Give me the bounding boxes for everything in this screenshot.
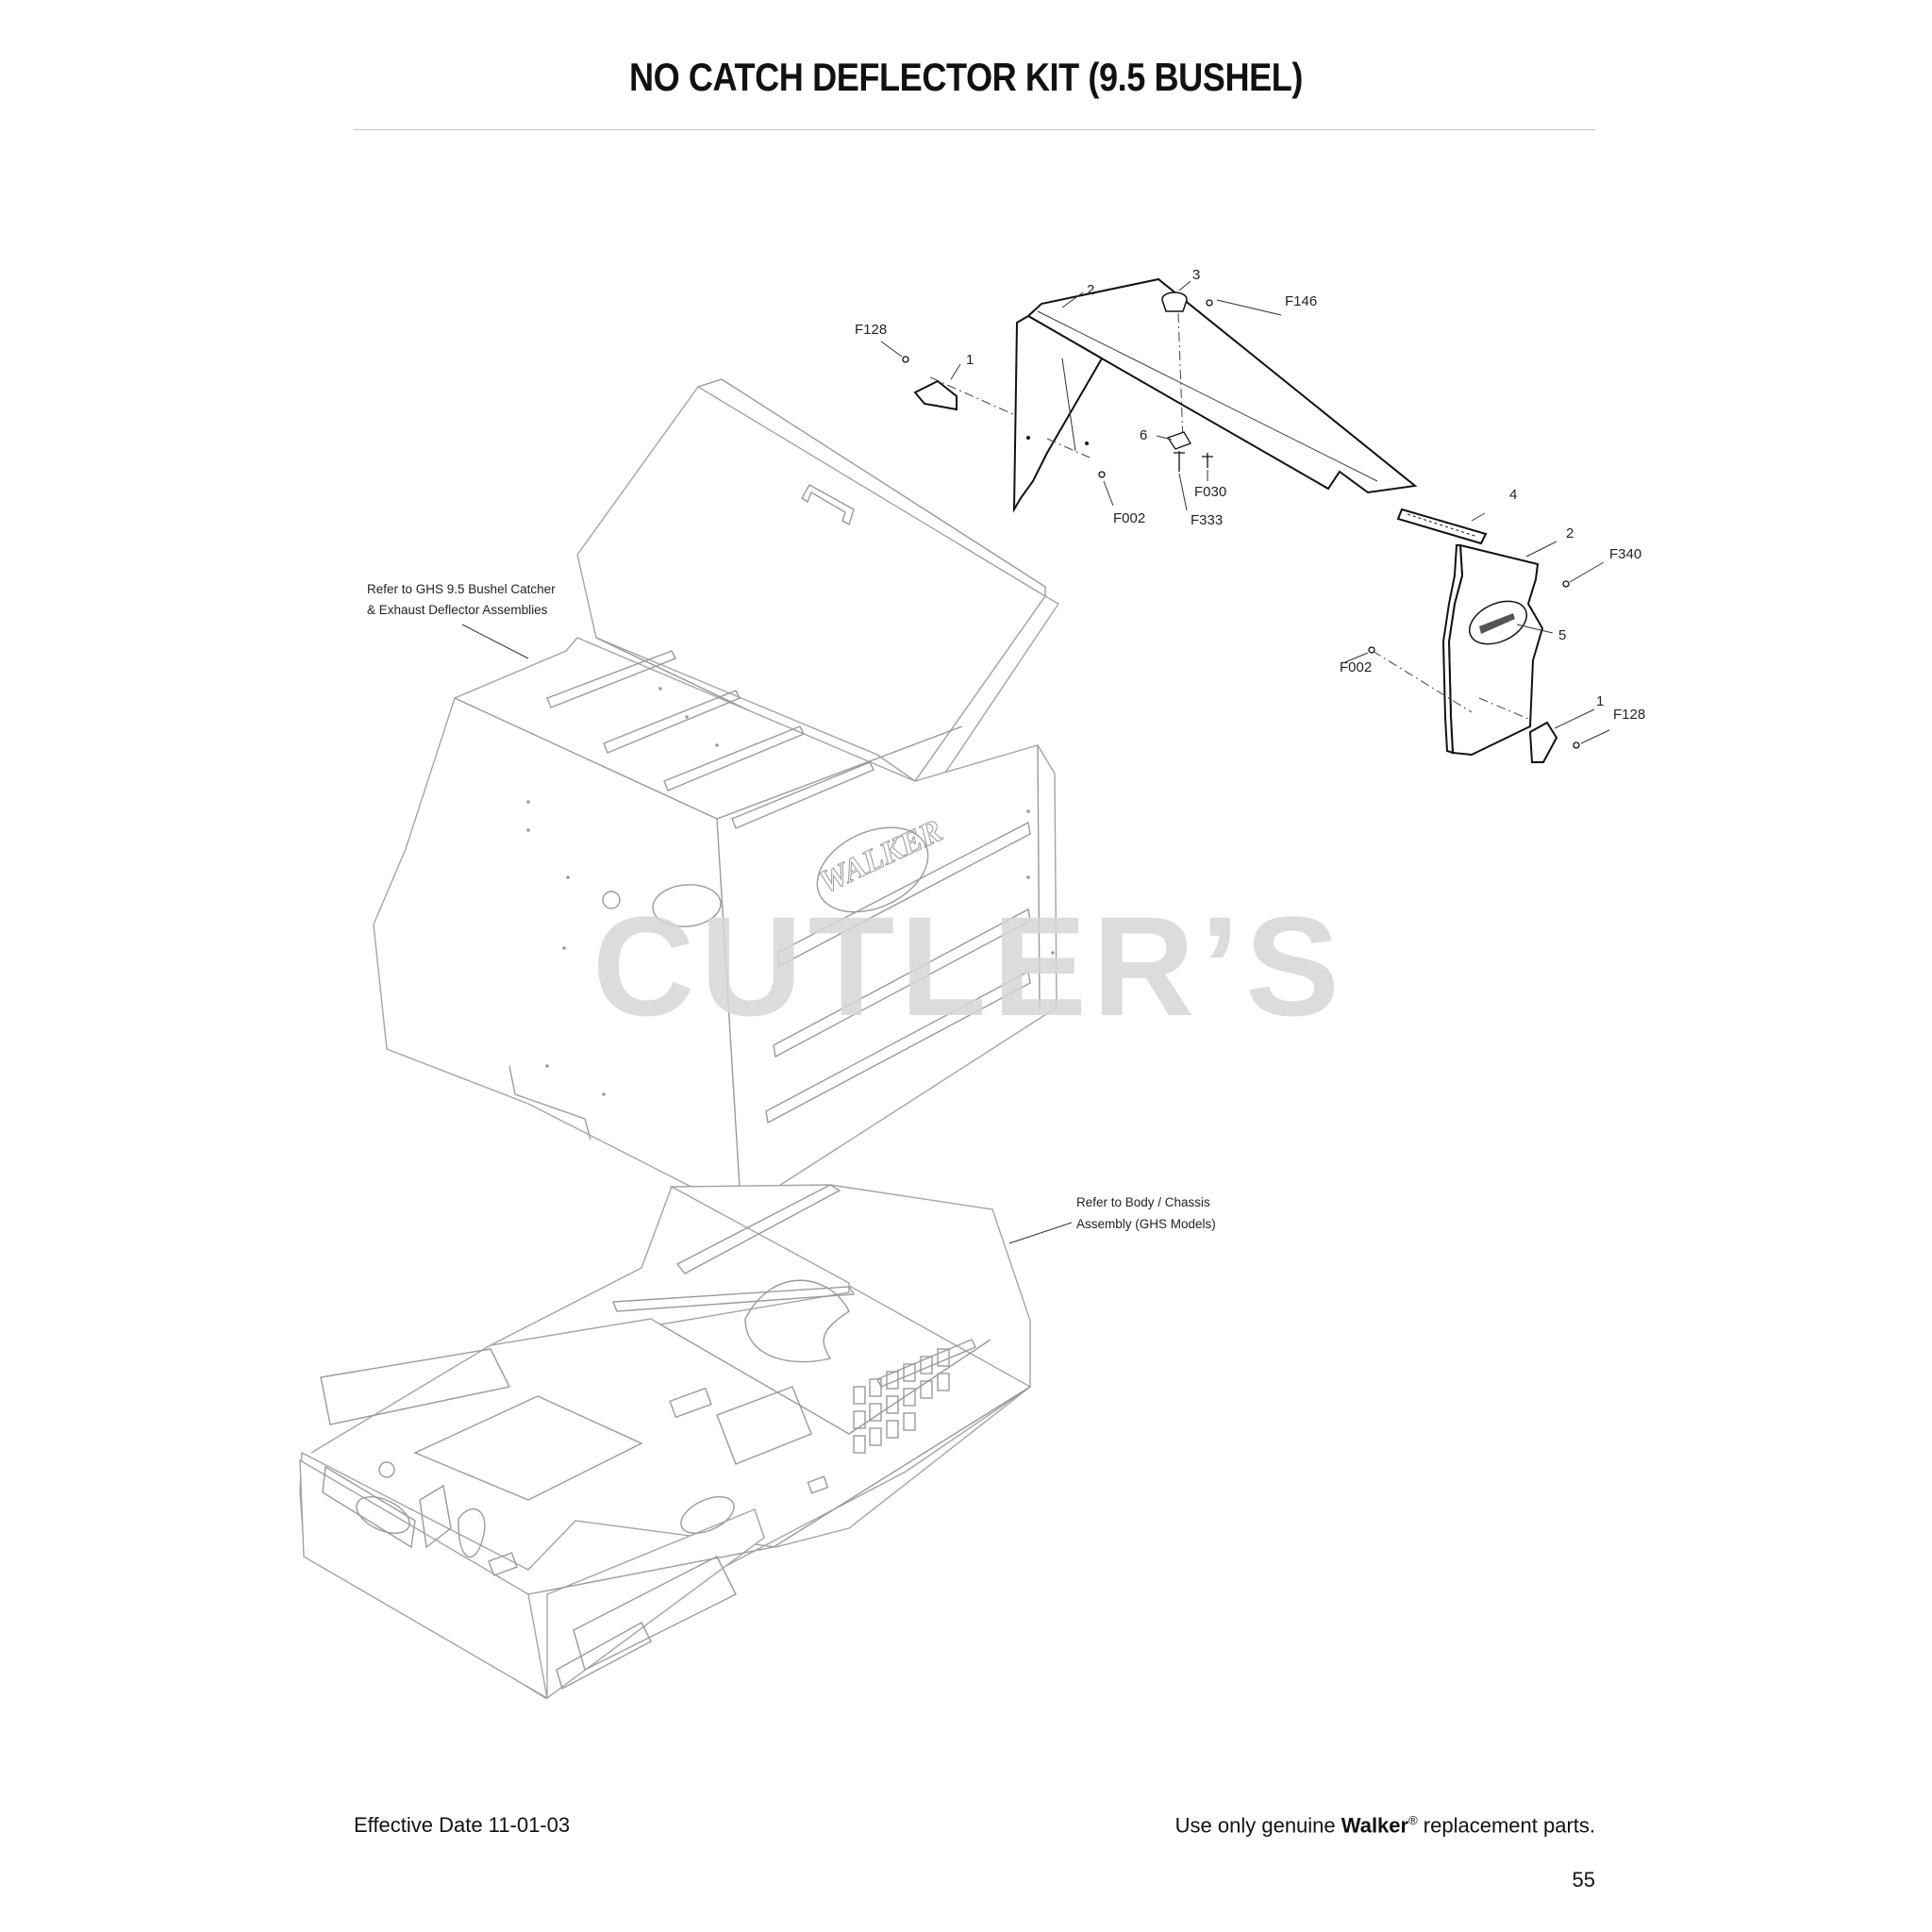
notice-prefix: Use only genuine: [1174, 1813, 1341, 1838]
callout-2-right: 2: [1566, 525, 1574, 541]
callout-6: 6: [1140, 427, 1147, 443]
callout-3: 3: [1192, 267, 1200, 283]
callout-f030: F030: [1194, 484, 1226, 500]
callout-f333: F333: [1191, 512, 1223, 528]
part-2-right-panel: [1372, 543, 1544, 757]
callout-f002-top: F002: [1113, 510, 1145, 526]
page-number: 55: [1572, 1868, 1595, 1891]
callout-f128-top: F128: [855, 322, 887, 338]
part-2-top-deflector: [929, 277, 1418, 513]
genuine-parts-notice: Use only genuine Walker® replacement par…: [1175, 1813, 1595, 1838]
callout-5: 5: [1558, 627, 1566, 643]
part-1-bracket-top: [913, 379, 958, 411]
catcher-assembly-ghost: WALKER: [373, 378, 1059, 1208]
note-catcher-line1: Refer to GHS 9.5 Bushel Catcher: [367, 582, 556, 596]
note-chassis-line1: Refer to Body / Chassis: [1076, 1195, 1210, 1209]
part-3-knob: [1161, 291, 1188, 442]
callout-1-top: 1: [966, 352, 974, 368]
page-title: NO CATCH DEFLECTOR KIT (9.5 BUSHEL): [628, 55, 1304, 99]
callout-f002-right: F002: [1340, 659, 1372, 675]
chassis-body-ghost: [299, 1184, 1032, 1700]
effective-date: Effective Date 11-01-03: [354, 1813, 571, 1837]
notice-brand: Walker: [1341, 1813, 1409, 1838]
notice-suffix: replacement parts.: [1417, 1813, 1595, 1838]
callout-leaders: [461, 280, 1610, 1244]
callout-f146: F146: [1285, 293, 1317, 309]
part-1-bracket-right: [1528, 721, 1558, 763]
callout-2-top: 2: [1087, 282, 1094, 298]
callout-1-right: 1: [1596, 693, 1604, 709]
part-4-hinge: [1396, 508, 1488, 545]
callout-4: 4: [1509, 487, 1517, 503]
note-catcher-line2: & Exhaust Deflector Assemblies: [367, 603, 548, 617]
callout-labels: F128 1 2 3 F146 6 F030 F002 F333 4 2 F34…: [855, 267, 1645, 723]
watermark: CUTLER’S: [592, 887, 1345, 1045]
notice-registered: ®: [1408, 1813, 1418, 1827]
callout-f340: F340: [1609, 546, 1641, 562]
callout-f128-right: F128: [1613, 707, 1645, 723]
fastener-hardware: [902, 299, 1580, 749]
note-chassis-line2: Assembly (GHS Models): [1076, 1217, 1216, 1231]
header-rule: [354, 129, 1595, 130]
